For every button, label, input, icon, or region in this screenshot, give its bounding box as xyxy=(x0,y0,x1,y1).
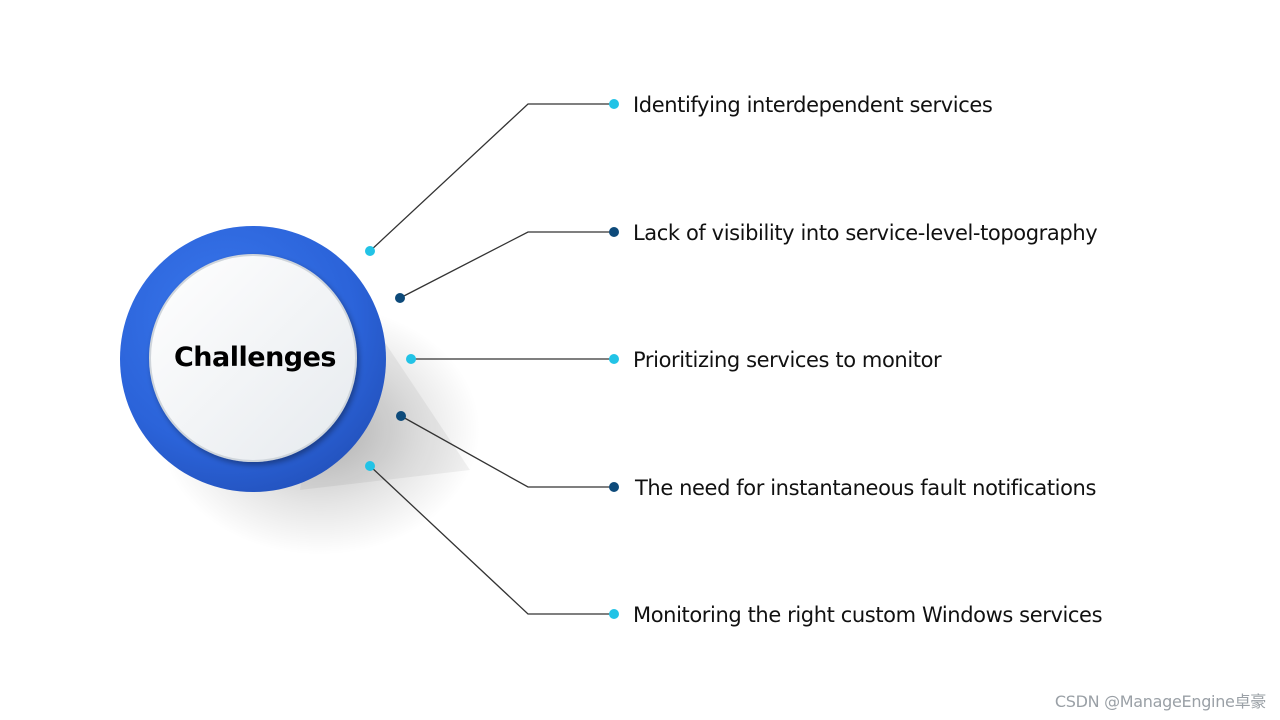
challenge-label-5: Monitoring the right custom Windows serv… xyxy=(633,603,1102,627)
watermark: CSDN @ManageEngine卓豪 xyxy=(1054,692,1266,711)
connector-end-dot-1 xyxy=(609,99,619,109)
center-label: Challenges xyxy=(174,342,336,373)
connector-start-dot-4 xyxy=(396,411,406,421)
connector-line-4 xyxy=(400,415,614,488)
challenge-label-1: Identifying interdependent services xyxy=(633,93,992,117)
connector-end-dot-3 xyxy=(609,354,619,364)
connector-end-dot-2 xyxy=(609,227,619,237)
connector-start-dot-5 xyxy=(365,461,375,471)
challenge-label-3: Prioritizing services to monitor xyxy=(633,348,942,372)
connector-line-5 xyxy=(369,465,614,615)
connector-line-1 xyxy=(369,103,614,252)
connector-start-dot-2 xyxy=(395,293,405,303)
connector-start-dot-3 xyxy=(406,354,416,364)
challenge-label-2: Lack of visibility into service-level-to… xyxy=(633,221,1097,245)
connectors-group: Identifying interdependent servicesLack … xyxy=(365,93,1103,627)
connector-end-dot-4 xyxy=(609,482,619,492)
center-inner-disc xyxy=(149,254,357,462)
connector-start-dot-1 xyxy=(365,246,375,256)
connector-line-2 xyxy=(399,231,614,299)
challenge-label-4: The need for instantaneous fault notific… xyxy=(634,476,1096,500)
connector-end-dot-5 xyxy=(609,609,619,619)
